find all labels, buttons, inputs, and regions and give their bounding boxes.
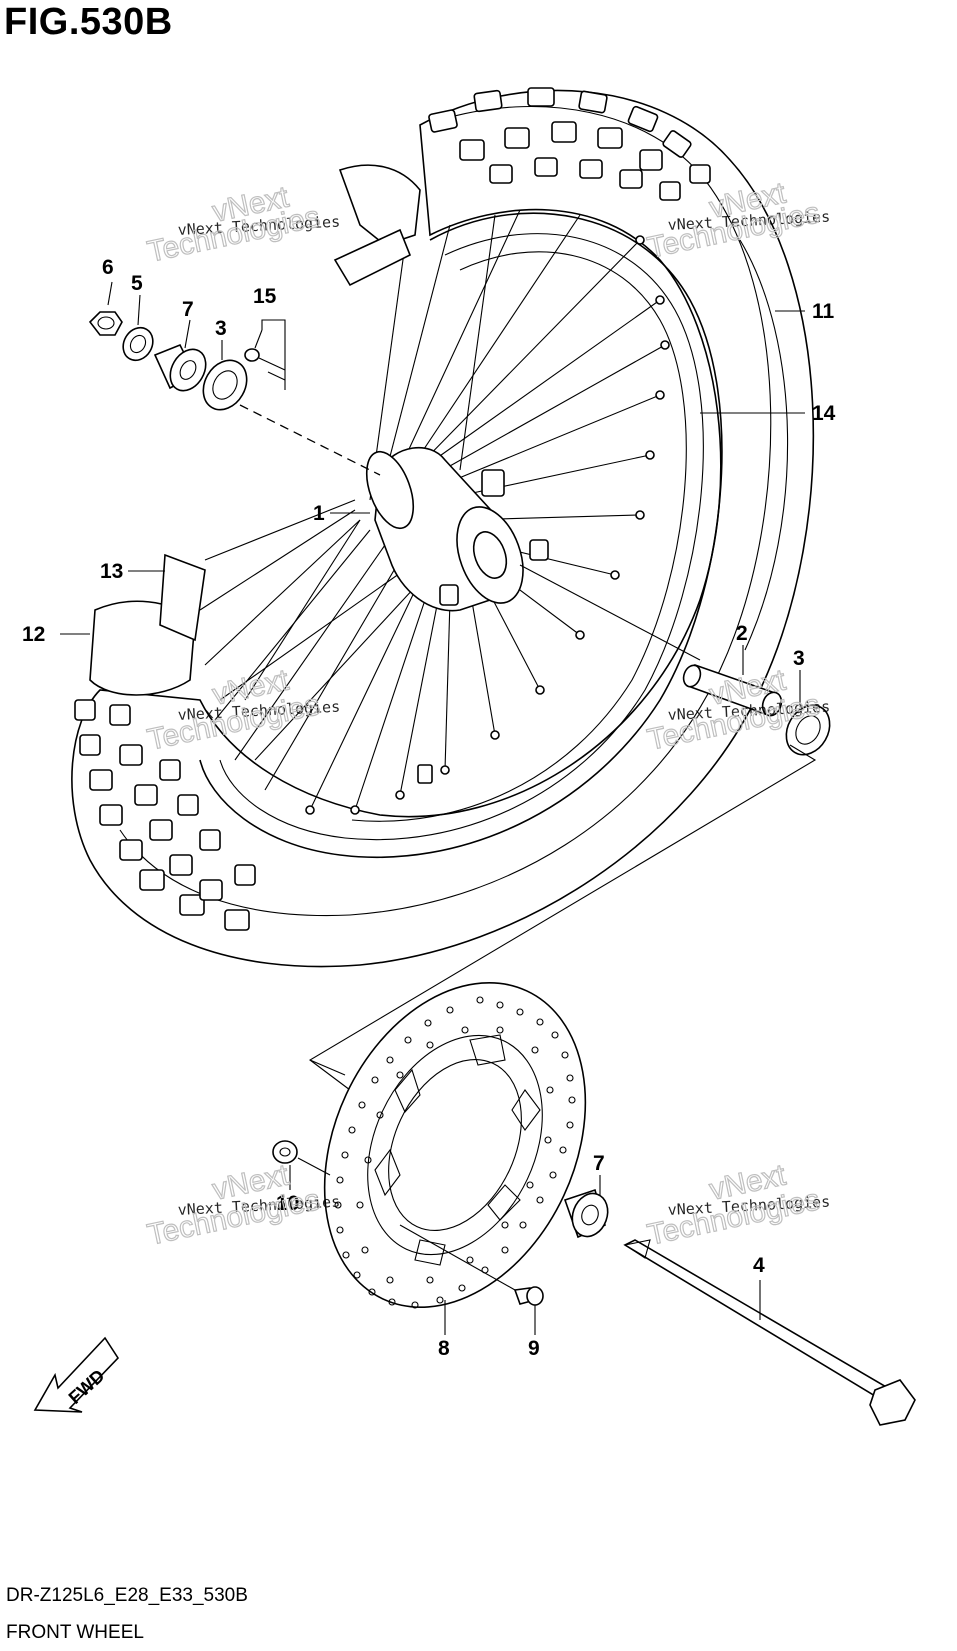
model-code: DR-Z125L6_E28_E33_530B <box>6 1585 248 1606</box>
spoke-nipples <box>305 235 670 815</box>
callout-11: 11 <box>812 300 835 323</box>
collar-7-lower <box>563 1188 609 1239</box>
axle-centerline <box>239 404 381 476</box>
hub <box>365 446 549 784</box>
fwd-arrow: FWD <box>33 1336 120 1413</box>
washer-5 <box>122 326 154 362</box>
bolt-10 <box>272 1140 298 1164</box>
callout-5: 5 <box>131 272 143 295</box>
callout-1: 1 <box>313 502 325 525</box>
figure-name: FRONT WHEEL <box>6 1622 144 1643</box>
spoke-15 <box>244 348 286 381</box>
fender-strap-lower <box>89 553 206 696</box>
callout-7-upper: 7 <box>182 298 194 321</box>
callout-14: 14 <box>812 402 836 425</box>
alignment-lines <box>309 744 817 1091</box>
callout-3-upper: 3 <box>215 317 227 340</box>
bearing-3-lower <box>785 704 831 756</box>
nut-6 <box>88 311 123 336</box>
callout-8: 8 <box>438 1337 450 1360</box>
callout-2: 2 <box>736 622 748 645</box>
axle-4 <box>623 1239 916 1426</box>
callout-4: 4 <box>753 1254 765 1277</box>
callout-6: 6 <box>102 256 114 279</box>
screw-9-leader <box>399 1224 516 1291</box>
bolt-10-leader <box>297 1157 331 1176</box>
callout-13: 13 <box>100 560 123 583</box>
fender-strap-upper <box>333 164 421 287</box>
disc-holes <box>334 996 576 1309</box>
collar-7-upper <box>153 343 207 392</box>
callout-12: 12 <box>22 623 45 646</box>
callout-leaders <box>60 281 805 1335</box>
callout-7-lower: 7 <box>593 1152 605 1175</box>
rim <box>199 212 723 859</box>
brake-disc <box>323 981 587 1309</box>
axle-centerline-lower <box>519 564 701 661</box>
screw-9 <box>513 1286 544 1306</box>
callout-3-lower: 3 <box>793 647 805 670</box>
callout-15: 15 <box>253 285 277 308</box>
disc-slots <box>374 1034 541 1266</box>
figure-title: FIG.530B <box>4 1 173 43</box>
callout-9: 9 <box>528 1337 540 1360</box>
bearing-3-upper <box>202 359 248 411</box>
spacer-2 <box>682 663 783 717</box>
callout-10: 10 <box>276 1192 299 1215</box>
tire <box>71 87 815 968</box>
